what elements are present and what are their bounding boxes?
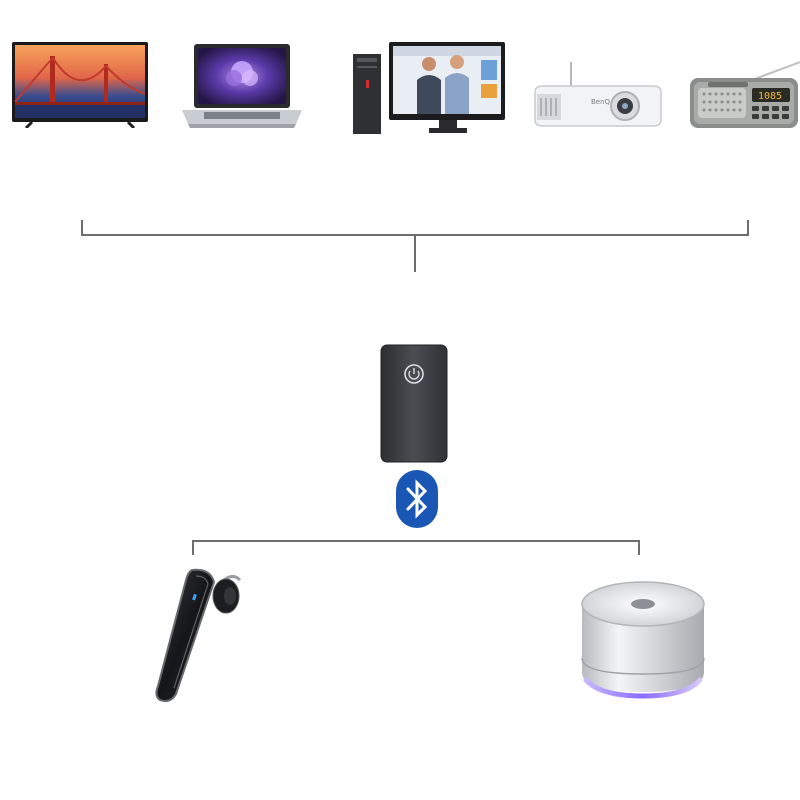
power-button-icon xyxy=(404,364,424,384)
radio-icon: 1085 xyxy=(688,60,800,130)
projector-brand-label: BenQ xyxy=(591,98,611,106)
output-bracket-left-tick xyxy=(192,540,194,555)
output-bracket-right-tick xyxy=(638,540,640,555)
bluetooth-headset-icon xyxy=(152,566,248,704)
bluetooth-icon xyxy=(395,469,439,529)
television-icon xyxy=(12,42,148,128)
projector-icon: BenQ xyxy=(533,60,663,132)
source-bracket-stem xyxy=(414,234,416,272)
radio-display-readout: 1085 xyxy=(758,91,782,102)
source-bracket-right-tick xyxy=(747,220,749,236)
speaker-icon xyxy=(580,580,706,704)
laptop-icon xyxy=(182,44,302,132)
output-bracket-horizontal xyxy=(192,540,640,542)
desktop-computer-icon xyxy=(353,42,505,136)
source-bracket-left-tick xyxy=(81,220,83,236)
bluetooth-adapter-icon xyxy=(380,344,448,464)
